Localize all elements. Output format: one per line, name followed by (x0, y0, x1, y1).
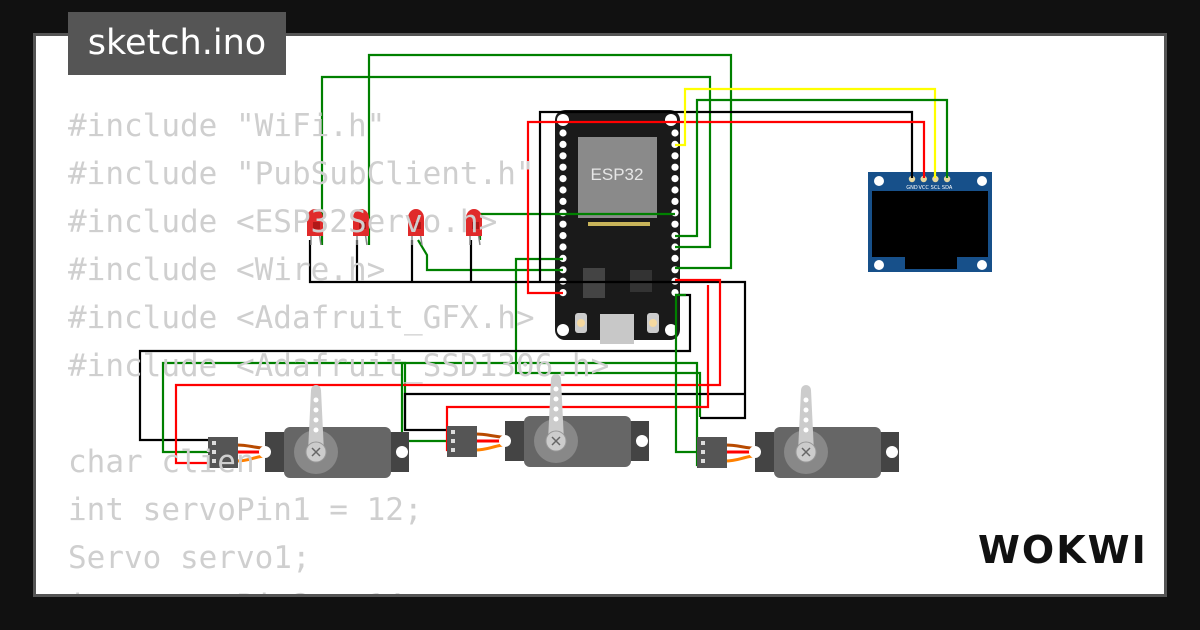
red-led[interactable] (408, 209, 424, 246)
esp32-pin[interactable] (671, 175, 679, 183)
esp32-pin[interactable] (559, 232, 567, 240)
oled-pin-gnd[interactable] (908, 175, 916, 183)
wires (138, 53, 949, 467)
red-led[interactable] (466, 209, 482, 246)
servo-motor[interactable] (208, 385, 409, 478)
oled-pin-scl[interactable] (932, 175, 939, 183)
esp32-pin[interactable] (671, 163, 679, 171)
red-led[interactable] (353, 209, 369, 246)
esp32-pin[interactable] (559, 243, 567, 251)
esp32-label: ESP32 (591, 165, 644, 184)
servo-motor[interactable] (697, 385, 899, 478)
wokwi-logo: WOKWI (978, 528, 1148, 572)
esp32-pin[interactable] (671, 209, 679, 217)
oled-pin-label: SDA (942, 185, 953, 191)
esp32-pin[interactable] (671, 254, 679, 262)
esp32-pin[interactable] (671, 129, 679, 137)
esp32-pin[interactable] (559, 175, 567, 183)
esp32-pin[interactable] (559, 129, 567, 137)
esp32-pin[interactable] (559, 197, 567, 205)
esp32-board[interactable]: ESP32 (555, 110, 680, 344)
esp32-pin[interactable] (559, 152, 567, 160)
red-led[interactable] (307, 209, 323, 246)
esp32-pin[interactable] (671, 197, 679, 205)
esp32-pin[interactable] (559, 163, 567, 171)
esp32-pin[interactable] (671, 220, 679, 228)
oled-pin-sda[interactable] (943, 175, 951, 183)
servo-motor[interactable] (447, 374, 649, 467)
esp32-pin[interactable] (671, 186, 679, 194)
oled-pin-label: VCC (918, 185, 929, 191)
sketch-title: sketch.ino (68, 12, 286, 75)
esp32-pin[interactable] (559, 140, 567, 148)
esp32-pin[interactable] (671, 152, 679, 160)
oled-pin-label: SCL (931, 185, 941, 191)
esp32-pin[interactable] (559, 220, 567, 228)
oled-pin-label: GND (906, 185, 918, 191)
esp32-pin[interactable] (559, 186, 567, 194)
esp32-pin[interactable] (559, 209, 567, 217)
oled-pin-vcc[interactable] (920, 175, 927, 183)
